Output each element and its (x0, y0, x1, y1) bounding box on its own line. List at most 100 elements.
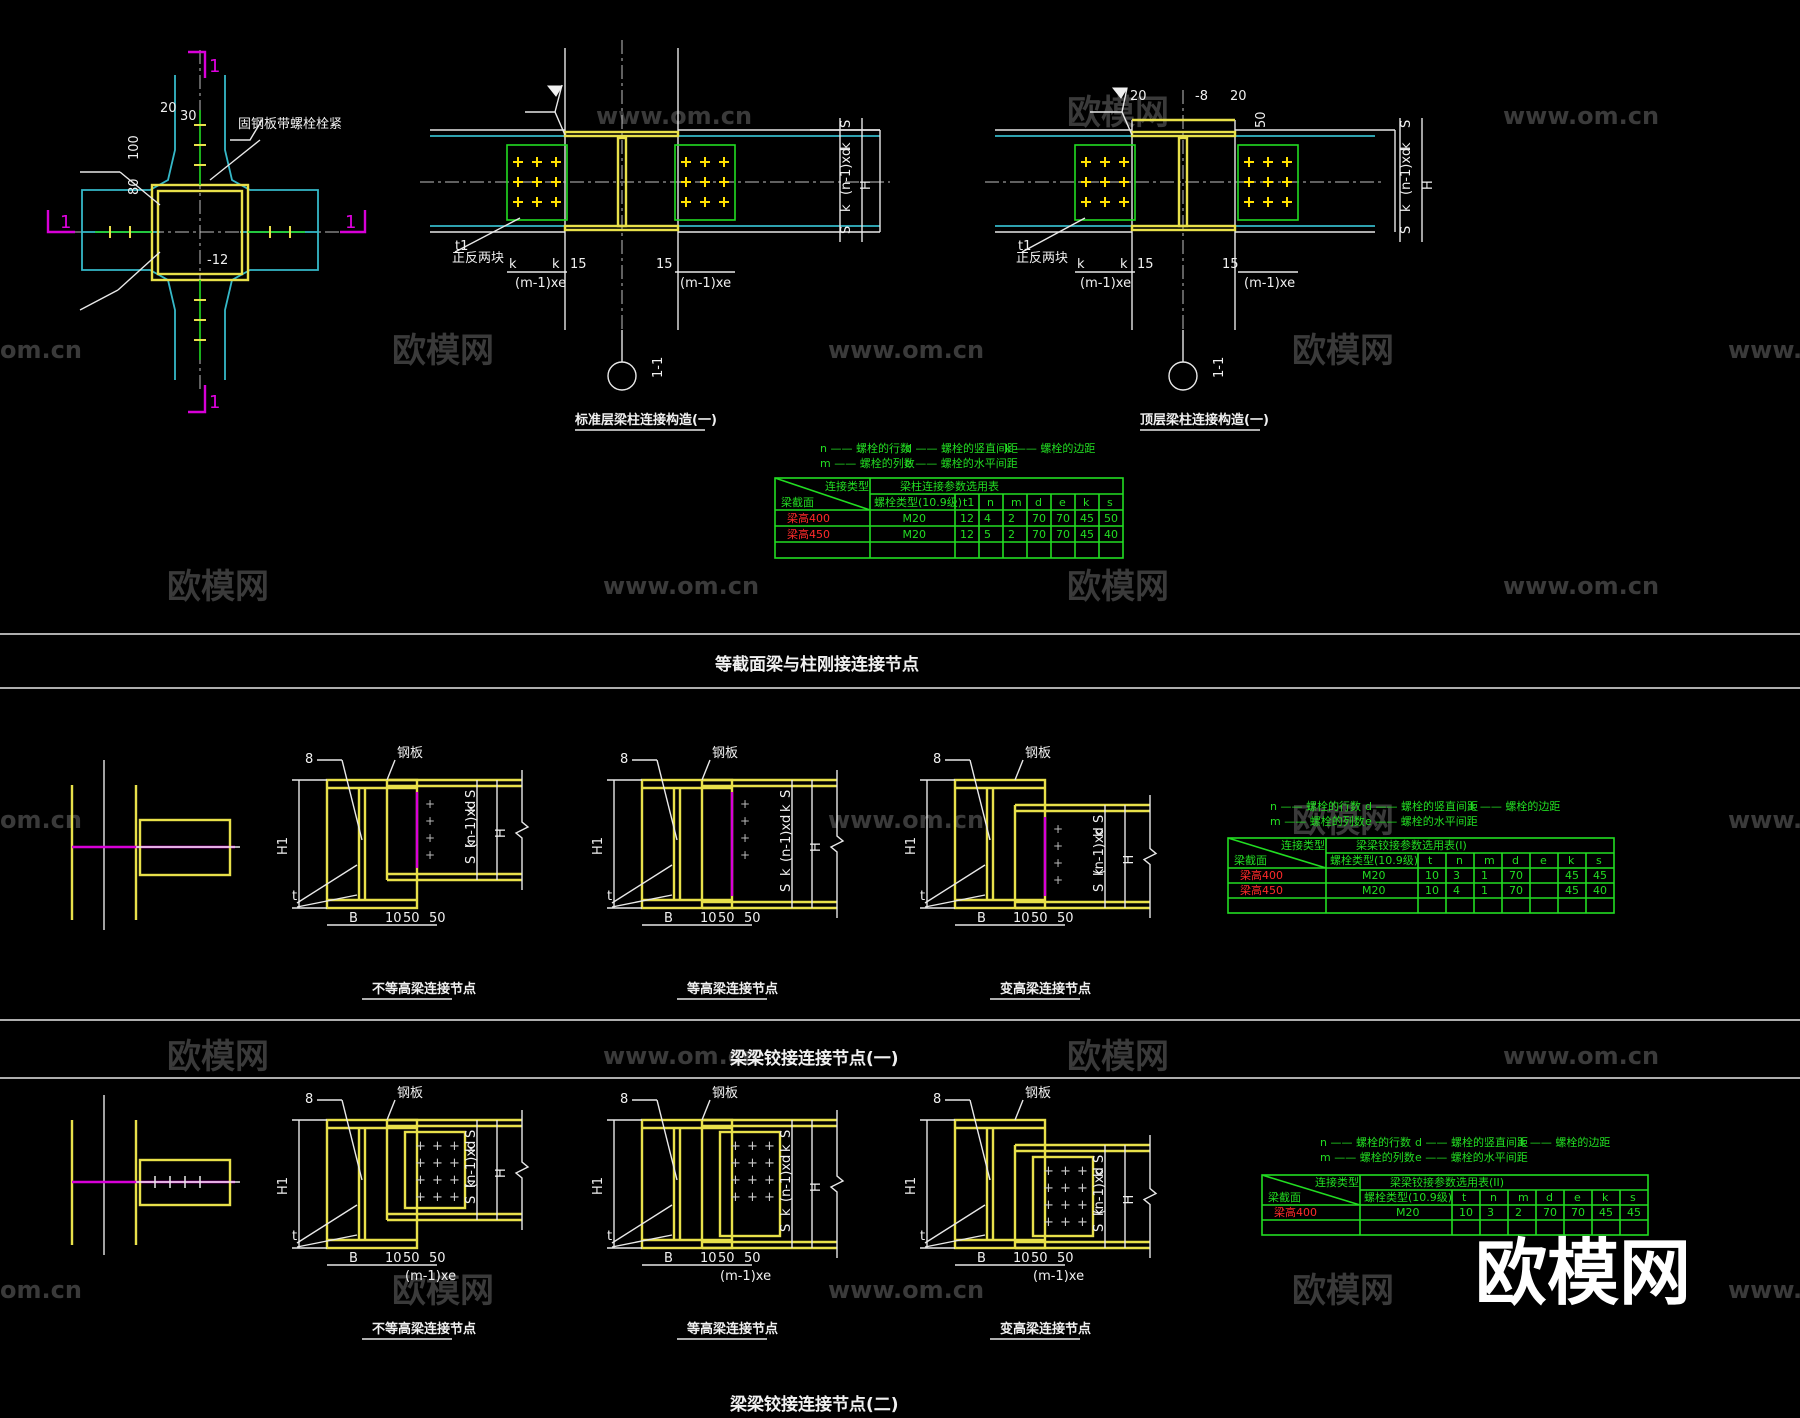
bolt-grid (513, 157, 729, 207)
section-cut-label: 1 (345, 212, 356, 233)
label-text: s (1630, 1191, 1636, 1204)
label-text: t (292, 889, 297, 904)
watermark-url: om.cn (0, 1276, 82, 1304)
label-text: S (1092, 884, 1107, 892)
label-text: 50 (403, 1251, 420, 1266)
label-text: 70 (1032, 512, 1046, 525)
legend-item: e —— 螺栓的水平间距 (1365, 814, 1478, 828)
label-text: k (1092, 868, 1107, 876)
plate-label: t1 (1018, 239, 1031, 254)
label-text: M20 (1362, 869, 1386, 882)
dim-text: (m-1)xe (1080, 276, 1131, 291)
label-text: 梁高400 (787, 511, 830, 525)
bolt-mark: + (425, 814, 435, 828)
bolt-mark: + (415, 1139, 426, 1154)
label-text: H (809, 842, 824, 852)
label-text: 50 (718, 1251, 735, 1266)
dim-text: k (1399, 142, 1414, 150)
label-text: 12 (960, 528, 974, 541)
legend-b: n —— 螺栓的行数 d —— 螺栓的竖直间距 k —— 螺栓的边距 m —— … (1270, 799, 1560, 828)
plate-label: t1 (455, 239, 468, 254)
label-text: (n-1)xd (779, 815, 794, 862)
watermark-url: www.om.cn (1728, 336, 1800, 364)
band-title: 梁梁铰接连接节点(二) (729, 1394, 899, 1415)
section-label: 1-1 (651, 357, 666, 378)
label-text: 45 (1565, 884, 1579, 897)
dim-text: 100 (127, 135, 142, 160)
detail-title: 顶层梁柱连接构造(一) (1140, 412, 1269, 428)
label-text: n (987, 496, 994, 509)
bolt-mark: + (1077, 1181, 1088, 1196)
main-beam (953, 1118, 1047, 1250)
label-text: B (664, 911, 673, 926)
label-text: M20 (1396, 1206, 1420, 1219)
label-text: s (1596, 854, 1602, 867)
label-text: 8 (620, 1092, 628, 1107)
leader-line (341, 759, 363, 841)
label-text: 等高梁连接节点 (686, 981, 778, 997)
dim-text: -12 (207, 253, 228, 268)
label-text: S (1092, 1224, 1107, 1232)
dimension-texts: S k (n-1)xd k S H (839, 120, 874, 234)
label-text: 10 (385, 1251, 402, 1266)
section-cut-label: 1 (209, 56, 220, 77)
label-text: 3 (1487, 1206, 1494, 1219)
label-text: 不等高梁连接节点 (372, 1321, 476, 1337)
bolt-mark: + (449, 1190, 460, 1205)
label-text: 70 (1543, 1206, 1557, 1219)
bolt-mark: + (1053, 856, 1063, 870)
label-text: e (1540, 854, 1547, 867)
bolt-mark: + (740, 814, 750, 828)
label-text: 10 (1425, 884, 1439, 897)
label-text: 2 (1008, 528, 1015, 541)
label-text: 不等高梁连接节点 (372, 981, 476, 997)
detail-top-floor: S k (n-1)xd k S H k k 15 15 (m-1)xe (m-1… (985, 87, 1436, 431)
label-text: m (1484, 854, 1495, 867)
dim-text: S (839, 120, 854, 128)
label-text: k (1083, 496, 1090, 509)
leader-line (611, 864, 673, 904)
dim-text: -8 (1195, 89, 1208, 104)
watermark-url: www.om.cn (1503, 572, 1659, 600)
bolt-mark: + (1043, 1164, 1054, 1179)
bolt-mark: + (764, 1139, 775, 1154)
label-text: d (1512, 854, 1519, 867)
label-text: (m-1)xe (1033, 1269, 1084, 1284)
legend-item: d —— 螺栓的竖直间距 (1365, 799, 1478, 813)
bolt-mark: + (730, 1156, 741, 1171)
label-text: 50 (429, 911, 446, 926)
watermark-url: www.om.cn (828, 1276, 984, 1304)
label-text: (m-1)xe (405, 1269, 456, 1284)
bolt-mark: + (740, 831, 750, 845)
label-text: k (464, 840, 479, 848)
leader-line (656, 1099, 678, 1181)
label-text: 螺栓类型(10.9级) (1364, 1190, 1452, 1204)
bolt-mark: + (1060, 1215, 1071, 1230)
dim-text: 15 (570, 257, 587, 272)
plate-note: 正反两块 (1016, 251, 1068, 266)
table-diagonal (1227, 837, 1327, 869)
band-title: 等截面梁与柱刚接连接节点 (715, 654, 919, 675)
legend-item: n —— 螺栓的行数 (820, 441, 911, 455)
leader-line (656, 759, 678, 841)
label-text: m (1011, 496, 1022, 509)
label-text: 50 (744, 911, 761, 926)
label-text: 50 (1057, 1251, 1074, 1266)
label-text: 梁截面 (1268, 1190, 1301, 1204)
break-line (1142, 795, 1158, 918)
bolt-mark: + (1043, 1181, 1054, 1196)
table-diagonal (1261, 1174, 1361, 1206)
leader-line (924, 1234, 986, 1248)
leader-line (969, 759, 991, 841)
label-text: d (1546, 1191, 1553, 1204)
table-diagonal (774, 477, 871, 511)
bolt-mark: + (764, 1190, 775, 1205)
label-text: k (1602, 1191, 1609, 1204)
section-cut-label: 1 (60, 212, 71, 233)
label-text: 8 (933, 1092, 941, 1107)
legend-item: d —— 螺栓的竖直间距 (1415, 1135, 1528, 1149)
label-text: 梁高400 (1274, 1205, 1317, 1219)
watermark-url: www.om.cn (1503, 1042, 1659, 1070)
bolt-mark: + (747, 1190, 758, 1205)
